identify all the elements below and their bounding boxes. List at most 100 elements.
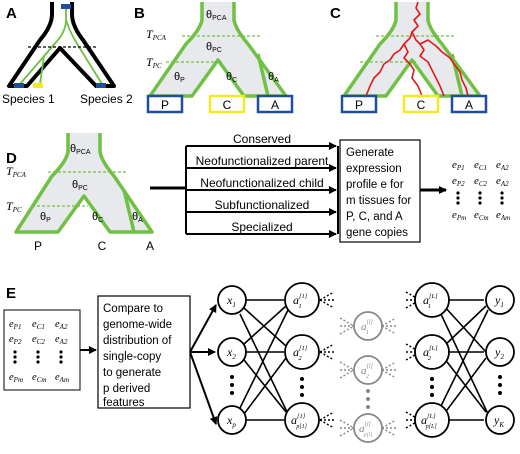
profile-e-ea2-1: eA2 [55, 319, 68, 331]
label-x2: x2 [226, 345, 236, 361]
leaf-a-b: A [271, 98, 279, 112]
panel-e: E eP1 eC1 eA2 eP2 eC2 eA2 ePm eCm eAm Co… [3, 282, 515, 443]
generate-box-text: Generate expression profile e for m tiss… [346, 147, 411, 239]
compare-line-2: genome-wide [103, 319, 172, 331]
profile-d-epm: ePm [452, 209, 466, 222]
leaf-c-c: C [417, 98, 426, 112]
node-xp [217, 405, 247, 435]
hidden-layer-L: a[L]1 a[L]2 a[L]p[L] [414, 282, 450, 438]
node-y1 [485, 285, 515, 315]
profile-e-ellipsis [13, 350, 63, 364]
evolution-trace [365, 1, 469, 97]
profile-d-ea2-1: eA2 [496, 159, 509, 172]
theta-a-d: θA [132, 211, 143, 224]
profile-e-epm: ePm [9, 372, 23, 384]
scenario-subfunctionalized: Subfunctionalized [215, 198, 310, 212]
edges-input-hidden1 [239, 299, 289, 421]
leaf-a-c: A [465, 98, 473, 112]
arrow-compare-x1 [189, 304, 217, 353]
stubs-hidden1 [319, 291, 335, 429]
leaf-c-b: C [223, 98, 232, 112]
profile-e-ec2: eC2 [32, 334, 45, 346]
compare-line-4: single-copy [103, 351, 161, 363]
leaf-box-a-c [450, 94, 488, 114]
theta-p-d: θP [40, 211, 51, 224]
profile-d-ea2-2: eA2 [496, 175, 509, 188]
node-aL-1 [414, 282, 450, 318]
panel-letter-b: B [134, 5, 145, 22]
node-aL-2 [414, 334, 450, 370]
compare-box-text: Compare to genome-wide distribution of s… [103, 303, 172, 409]
gene-marker-blue-right [96, 83, 106, 88]
theta-pca-d: θPCA [70, 143, 91, 156]
generate-box [339, 139, 421, 243]
hiddenl-ellipsis [366, 389, 370, 409]
compare-line-1: Compare to [103, 303, 163, 315]
label-aL-p: a[L]p[L] [421, 413, 437, 430]
label-a1-2: a[1]2 [293, 345, 308, 362]
leaf-box-a-b [256, 94, 294, 114]
node-x2 [217, 337, 247, 367]
theta-pc-d: θPC [72, 179, 88, 192]
compare-line-7: features [103, 397, 145, 409]
node-aL-p [414, 402, 450, 438]
theta-c-b: θC [226, 71, 237, 84]
leaf-a-d: A [146, 239, 154, 253]
leaf-c-d: C [98, 239, 107, 253]
node-al-2 [353, 355, 383, 385]
scenario-neo-parent: Neofunctionalized parent [196, 154, 329, 168]
leaf-p-d: P [34, 239, 42, 253]
scenario-neo-child: Neofunctionalized child [200, 176, 323, 190]
gene-tree-b-split [256, 53, 270, 97]
profile-e-ep1: eP1 [9, 319, 21, 331]
profile-e-ep2: eP2 [9, 334, 22, 346]
scenario-conserved: Conserved [233, 132, 291, 146]
hidden1-ellipsis [300, 377, 304, 397]
node-a1-2 [284, 334, 320, 370]
node-al-p [353, 413, 383, 443]
node-x1 [217, 285, 247, 315]
profile-d-ec2: eC2 [474, 175, 488, 188]
gene-marker-top [61, 4, 71, 9]
generate-line-1: Generate [346, 147, 394, 159]
label-y1: y1 [494, 293, 504, 309]
species-tree-outline [7, 2, 116, 88]
species-2-label: Species 2 [80, 92, 133, 106]
label-yK: yK [493, 413, 504, 429]
compare-line-5: to generate [103, 367, 161, 379]
node-al-1 [353, 311, 383, 341]
label-a1-1: a[1]1 [293, 293, 308, 310]
theta-a-b: θA [268, 71, 279, 84]
leaf-p-b: P [161, 98, 169, 112]
node-a1-1 [284, 282, 320, 318]
label-al-1: a[l]1 [361, 320, 374, 336]
input-ellipsis [230, 375, 234, 395]
panel-a: A Species 1 Species 2 [2, 2, 133, 106]
profile-d-ellipsis [456, 191, 504, 205]
input-layer: x1 x2 xp [217, 285, 247, 435]
label-y2: y2 [494, 345, 504, 361]
generate-line-4: m tissues for [346, 195, 411, 207]
node-y2 [485, 337, 515, 367]
theta-pc-b: θPC [206, 41, 222, 54]
profile-matrix-d: eP1 eC1 eA2 eP2 eC2 eA2 ePm eCm eAm [452, 159, 510, 222]
profile-d-ecm: eCm [474, 209, 489, 222]
theta-c-d: θC [92, 211, 103, 224]
compare-line-6: p derived [103, 383, 150, 395]
gene-tree-c [342, 2, 482, 98]
gene-tree-d-split [122, 189, 136, 233]
profile-d-ec1: eC1 [474, 159, 487, 172]
panel-letter-a: A [6, 5, 17, 22]
profile-d-ep1: eP1 [452, 159, 465, 172]
leaf-box-p-c [340, 94, 378, 114]
label-al-2: a[l]2 [361, 364, 374, 380]
generate-line-5: P, C, and A [346, 211, 403, 223]
panel-c: C P C A [330, 1, 488, 114]
profile-box-e [3, 309, 81, 391]
gene-tree-b [148, 2, 288, 98]
compare-box [97, 295, 191, 409]
leaf-p-c: P [355, 98, 363, 112]
scenario-specialized: Specialized [231, 220, 292, 234]
generate-line-3: profile e for [346, 179, 404, 191]
